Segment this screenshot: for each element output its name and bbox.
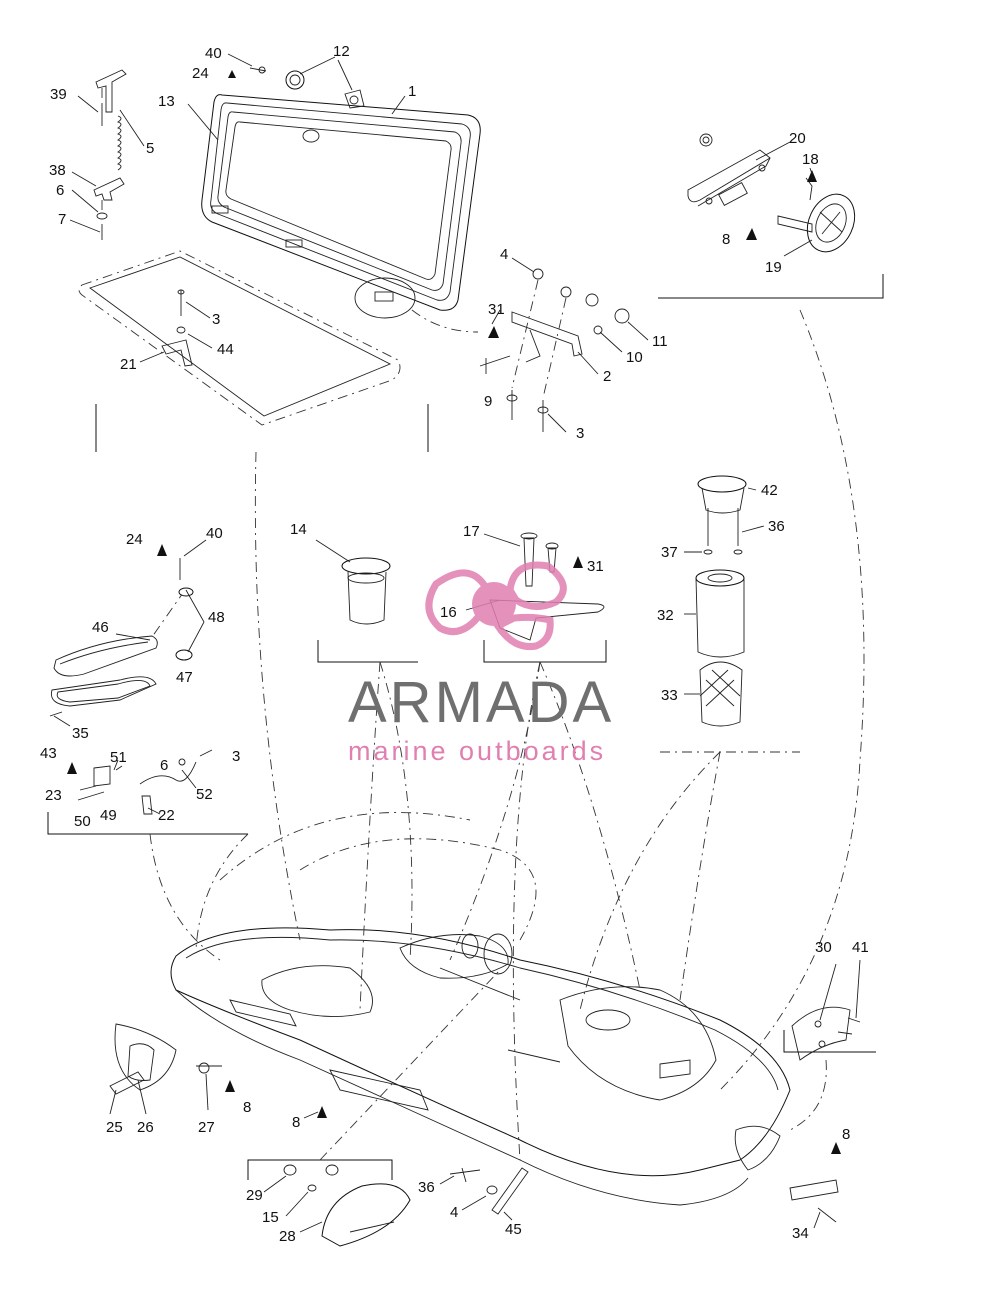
watermark-tagline: marine outboards [348,736,606,766]
callout-31: 31 [587,558,604,575]
callout-27: 27 [198,1119,215,1136]
callout-11: 11 [652,333,668,350]
callout-5: 5 [146,140,154,157]
callout-47: 47 [176,669,193,686]
callout-8: 8 [243,1099,251,1116]
callout-9: 9 [484,393,492,410]
callout-52: 52 [196,786,213,803]
callout-34: 34 [792,1225,809,1242]
callout-1: 1 [408,83,416,100]
callout-35: 35 [72,725,89,742]
callout-49: 49 [100,807,117,824]
callout-28: 28 [279,1228,296,1245]
callout-6: 6 [160,757,168,774]
callout-15: 15 [262,1209,279,1226]
latch-assembly-group [658,133,884,299]
callout-20: 20 [789,130,806,147]
callout-4: 4 [500,246,508,263]
callout-43: 43 [40,745,57,762]
callout-32: 32 [657,607,674,624]
callout-40: 40 [206,525,223,542]
callout-44: 44 [217,341,234,358]
callout-31: 31 [488,301,505,318]
callout-37: 37 [661,544,678,561]
callout-39: 39 [50,86,67,103]
watermark: ARMADA marine outboards [348,561,614,766]
callout-38: 38 [49,162,66,179]
callout-30: 30 [815,939,832,956]
callout-25: 25 [106,1119,123,1136]
callout-10: 10 [626,349,643,366]
callout-leaders [53,53,861,1233]
callout-51: 51 [110,749,127,766]
callout-labels: 1 2 3 3 3 4 4 5 6 6 7 8 8 8 8 9 10 11 12… [40,43,869,1245]
callout-2: 2 [603,368,611,385]
callout-16: 16 [440,604,457,621]
callout-50: 50 [74,813,91,830]
callout-42: 42 [761,482,778,499]
storage-cover-group [78,66,481,426]
callout-24: 24 [192,65,209,82]
callout-8: 8 [722,231,730,248]
callout-41: 41 [852,939,869,956]
callout-12: 12 [333,43,350,60]
callout-29: 29 [246,1187,263,1204]
callout-13: 13 [158,93,175,110]
callout-3: 3 [212,311,220,328]
callout-22: 22 [158,807,175,824]
callout-48: 48 [208,609,225,626]
callout-8: 8 [292,1114,300,1131]
callout-46: 46 [92,619,109,636]
callout-3: 3 [232,748,240,765]
callout-18: 18 [802,151,819,168]
callout-21: 21 [120,356,137,373]
callout-36: 36 [418,1179,435,1196]
seat-cover-group [47,544,248,835]
callout-4: 4 [450,1204,458,1221]
callout-40: 40 [205,45,222,62]
callout-26: 26 [137,1119,154,1136]
cup-holder-group [317,475,747,727]
hull-body [109,927,876,1247]
callout-17: 17 [463,523,480,540]
callout-45: 45 [505,1221,522,1238]
callout-6: 6 [56,182,64,199]
callout-14: 14 [290,521,307,538]
callout-33: 33 [661,687,678,704]
bracket-group [479,268,630,432]
propeller-icon [425,561,567,651]
watermark-brand: ARMADA [348,670,614,735]
callout-7: 7 [58,211,66,228]
callout-24: 24 [126,531,143,548]
callout-19: 19 [765,259,782,276]
leader-lines [95,309,865,1161]
callout-8: 8 [842,1126,850,1143]
callout-3: 3 [576,425,584,442]
callout-36: 36 [768,518,785,535]
callout-23: 23 [45,787,62,804]
